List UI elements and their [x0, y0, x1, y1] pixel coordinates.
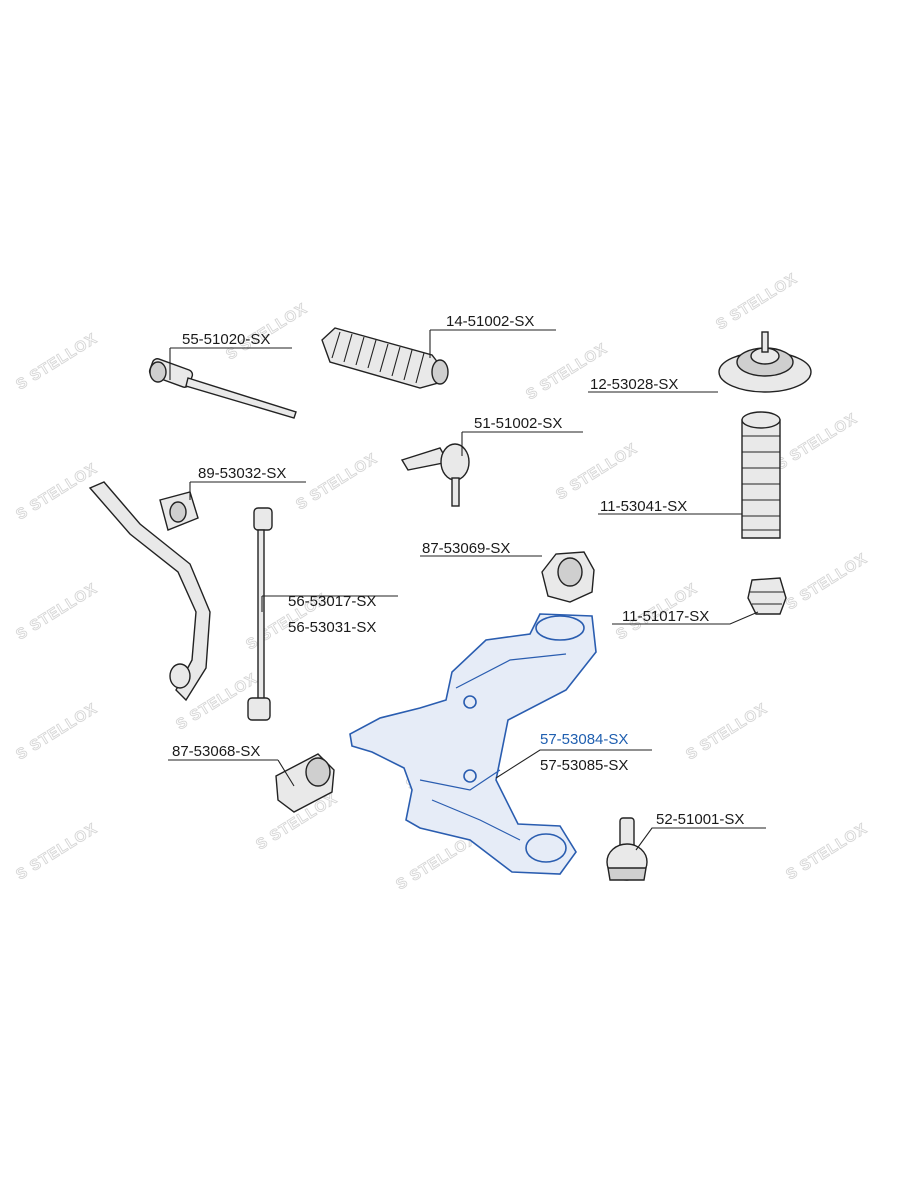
stabilizer-bushing-leader: [189, 481, 306, 500]
stabilizer-link-leader: [261, 595, 398, 612]
arm-bushing-front-label: 87-53068-SX: [172, 743, 260, 760]
stabilizer-link-part: [247, 507, 273, 721]
tie-rod-end-label: 51-51002-SX: [474, 415, 562, 432]
steering-boot-label: 14-51002-SX: [446, 313, 534, 330]
arm-bushing-front-part: [275, 753, 335, 813]
tie-rod-end-leader: [461, 431, 583, 456]
tie-rod-axial-label: 55-51020-SX: [182, 331, 270, 348]
stabilizer-bar-part: [88, 481, 211, 702]
svg-text:S STELLOX: S STELLOX: [13, 330, 100, 393]
bump-stop-label: 11-51017-SX: [622, 608, 709, 625]
svg-text:S STELLOX: S STELLOX: [773, 410, 860, 473]
bump-stop-leader: [612, 611, 759, 625]
control-arm-part: [349, 613, 597, 875]
bump-stop-part: [747, 577, 787, 615]
svg-text:S STELLOX: S STELLOX: [293, 450, 380, 513]
stabilizer-bushing-part: [159, 491, 199, 531]
strut-boot-label: 11-53041-SX: [600, 498, 687, 515]
strut-mount-part: [718, 331, 812, 393]
tie-rod-axial-part: [148, 358, 297, 419]
tie-rod-axial-leader: [169, 347, 292, 380]
svg-text:S STELLOX: S STELLOX: [13, 820, 100, 883]
tie-rod-end-part: [400, 443, 470, 507]
svg-text:S STELLOX: S STELLOX: [523, 340, 610, 403]
svg-text:S STELLOX: S STELLOX: [553, 440, 640, 503]
stabilizer-bushing-label: 89-53032-SX: [198, 465, 286, 482]
svg-text:S STELLOX: S STELLOX: [683, 700, 770, 763]
control-arm-label-left: 57-53084-SX: [540, 731, 628, 748]
steering-boot-part: [321, 327, 449, 389]
steering-boot-leader: [429, 329, 556, 358]
svg-text:S STELLOX: S STELLOX: [13, 580, 100, 643]
arm-bushing-front-leader: [168, 759, 295, 787]
ball-joint-leader: [635, 827, 766, 851]
arm-bushing-rear-label: 87-53069-SX: [422, 540, 510, 557]
svg-text:S STELLOX: S STELLOX: [783, 550, 870, 613]
svg-text:S STELLOX: S STELLOX: [713, 270, 800, 333]
svg-text:S STELLOX: S STELLOX: [13, 700, 100, 763]
strut-boot-part: [741, 411, 781, 539]
ball-joint-label: 52-51001-SX: [656, 811, 744, 828]
stabilizer-link-label-a: 56-53017-SX: [288, 593, 376, 610]
ball-joint-part: [606, 817, 648, 881]
strut-mount-label: 12-53028-SX: [590, 376, 678, 393]
svg-text:S STELLOX: S STELLOX: [13, 460, 100, 523]
arm-bushing-rear-part: [541, 551, 595, 603]
control-arm-leader: [495, 749, 652, 779]
svg-text:S STELLOX: S STELLOX: [783, 820, 870, 883]
stabilizer-link-label-b: 56-53031-SX: [288, 619, 376, 636]
control-arm-label-right: 57-53085-SX: [540, 757, 628, 774]
